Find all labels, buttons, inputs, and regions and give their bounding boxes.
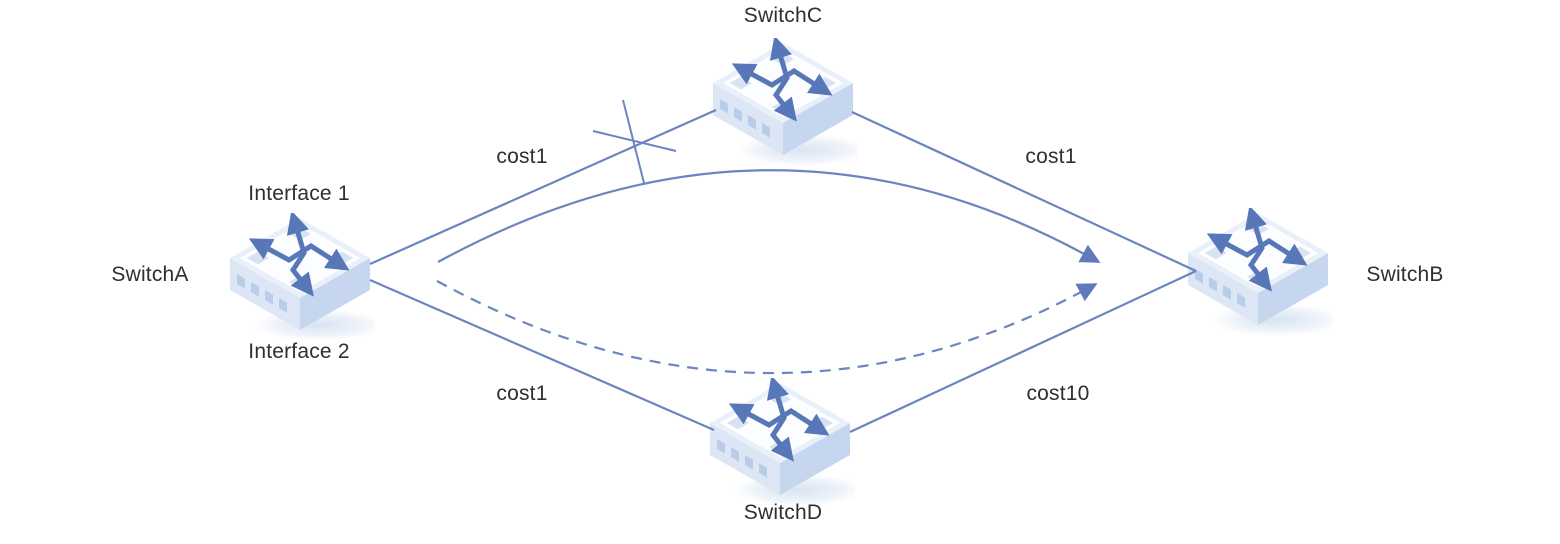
- node-label-switcha: SwitchA: [111, 263, 189, 286]
- backup-path-arrow: [436, 280, 1098, 375]
- link-switcha-switchd: [369, 278, 715, 432]
- cost-label-c-b: cost1: [1025, 145, 1077, 168]
- interface2-label: Interface 2: [248, 340, 350, 363]
- cost-label-a-d: cost1: [496, 382, 548, 405]
- interface1-label: Interface 1: [248, 182, 350, 205]
- link-switchd-switchb: [849, 270, 1197, 433]
- node-label-switchb: SwitchB: [1366, 263, 1444, 286]
- cost-label-a-c: cost1: [496, 145, 548, 168]
- primary-path-arrow: [437, 169, 1101, 263]
- node-label-switchc: SwitchC: [743, 4, 823, 27]
- cost-label-d-b: cost10: [1026, 382, 1090, 405]
- link-switchc-switchb: [851, 111, 1197, 272]
- node-label-switchd: SwitchD: [743, 501, 823, 524]
- blocked-x-mark: [592, 99, 677, 184]
- link-switcha-switchc: [369, 108, 717, 266]
